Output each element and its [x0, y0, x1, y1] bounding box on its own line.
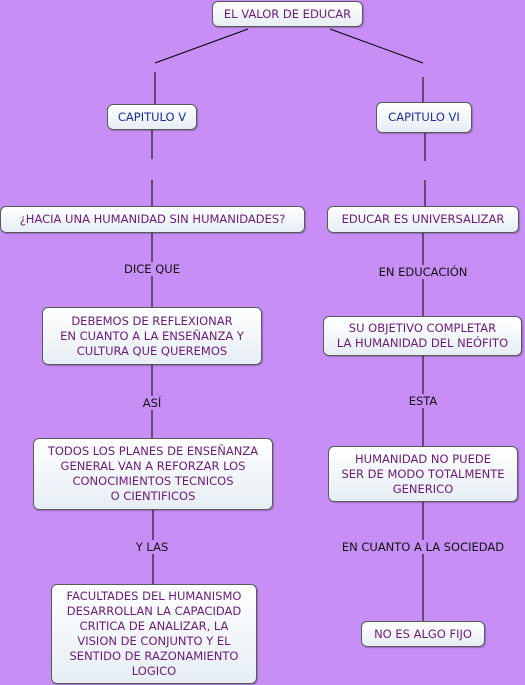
topic-right-node[interactable]: EDUCAR ES UNIVERSALIZAR: [327, 206, 519, 233]
topic-left-label: ¿HACIA UNA HUMANIDAD SIN HUMANIDADES?: [19, 212, 286, 226]
right-node-2[interactable]: HUMANIDAD NO PUEDE SER DE MODO TOTALMENT…: [328, 446, 518, 502]
chapter-v-label: CAPITULO V: [117, 109, 187, 124]
root-node[interactable]: EL VALOR DE EDUCAR: [212, 1, 363, 27]
chapter-vi-node[interactable]: CAPITULO VI: [376, 102, 472, 133]
link-label-en-cuanto-sociedad: EN CUANTO A LA SOCIEDAD: [339, 540, 507, 554]
left-node-3[interactable]: FACULTADES DEL HUMANISMO DESARROLLAN LA …: [51, 584, 257, 684]
left-node-1[interactable]: DEBEMOS DE REFLEXIONAR EN CUANTO A LA EN…: [42, 307, 262, 365]
link-label-dice-que: DICE QUE: [122, 262, 182, 276]
root-label: EL VALOR DE EDUCAR: [223, 6, 352, 21]
right-node-3-text: NO ES ALGO FIJO: [374, 626, 472, 641]
left-node-3-text: FACULTADES DEL HUMANISMO DESARROLLAN LA …: [66, 589, 242, 678]
right-node-3[interactable]: NO ES ALGO FIJO: [361, 621, 485, 647]
left-node-2-text: TODOS LOS PLANES DE ENSEÑANZA GENERAL VA…: [47, 444, 259, 503]
connector-root-left: [154, 28, 249, 64]
connector-root-right: [329, 28, 424, 64]
topic-left-node[interactable]: ¿HACIA UNA HUMANIDAD SIN HUMANIDADES?: [0, 206, 305, 233]
left-node-2[interactable]: TODOS LOS PLANES DE ENSEÑANZA GENERAL VA…: [33, 438, 273, 510]
link-label-esta: ESTA: [406, 394, 440, 408]
link-label-asi: ASÍ: [140, 396, 164, 410]
link-label-en-educacion: EN EDUCACIÓN: [376, 265, 470, 279]
left-node-1-text: DEBEMOS DE REFLEXIONAR EN CUANTO A LA EN…: [60, 313, 244, 358]
right-node-1-text: SU OBJETIVO COMPLETAR LA HUMANIDAD DEL N…: [336, 321, 509, 350]
right-node-2-text: HUMANIDAD NO PUEDE SER DE MODO TOTALMENT…: [341, 451, 505, 496]
chapter-vi-label: CAPITULO VI: [388, 110, 460, 124]
right-node-1[interactable]: SU OBJETIVO COMPLETAR LA HUMANIDAD DEL N…: [323, 316, 522, 356]
topic-right-label: EDUCAR ES UNIVERSALIZAR: [341, 212, 505, 226]
chapter-v-node[interactable]: CAPITULO V: [107, 104, 197, 130]
link-label-y-las: Y LAS: [133, 540, 171, 554]
